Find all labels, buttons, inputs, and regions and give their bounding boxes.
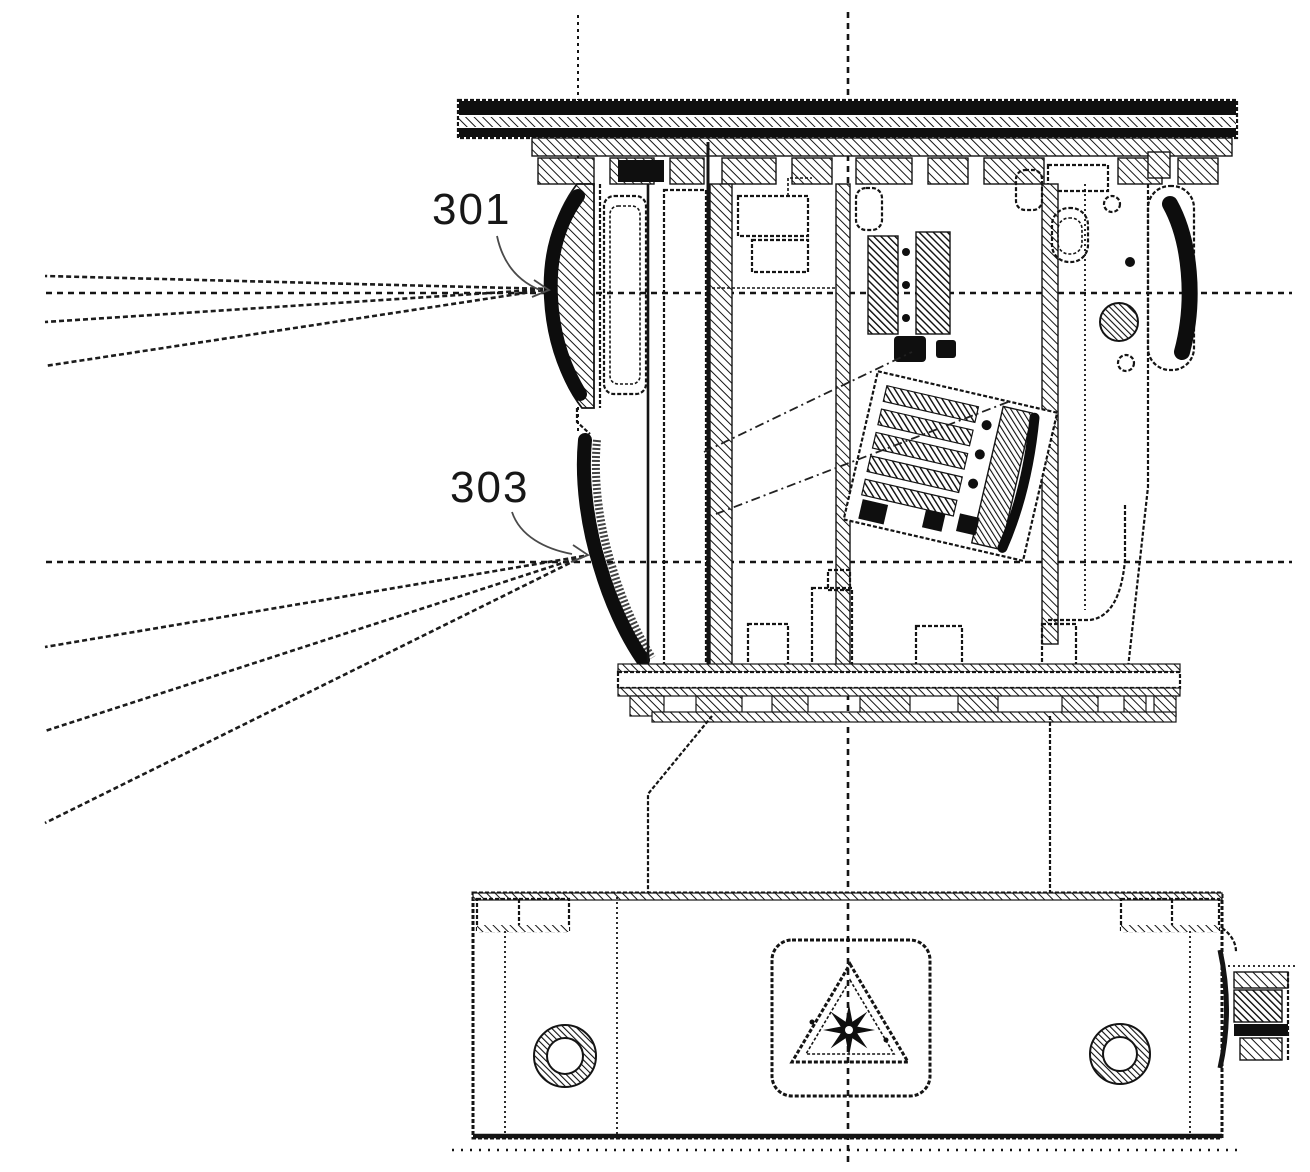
upper-housing	[543, 142, 1198, 670]
right-wall-hook	[1048, 505, 1127, 622]
inner-column	[662, 188, 708, 670]
emitter-board-upper	[854, 186, 956, 362]
center-board	[835, 183, 851, 667]
laser-ray	[44, 287, 552, 368]
laser-ray	[44, 287, 552, 324]
right-lens-crescent	[1162, 196, 1198, 360]
leader-303	[511, 511, 573, 555]
laser-ray	[44, 554, 585, 733]
connector	[1217, 927, 1296, 1069]
label-301: 301	[432, 185, 511, 234]
right-lens-frame	[1146, 184, 1196, 372]
laser-warning-icon	[770, 938, 932, 1098]
screw-hole	[1102, 194, 1122, 214]
ray-fan-303	[44, 554, 585, 825]
label-303: 303	[450, 463, 529, 512]
right-outer-wall	[1126, 184, 1150, 669]
housing-lower-details	[746, 568, 1078, 668]
laser-ray	[44, 554, 585, 825]
base-block	[452, 891, 1244, 1152]
laser-ray	[44, 554, 585, 649]
pedestal	[646, 715, 1052, 893]
leader-301	[496, 235, 541, 291]
top-mounting-plate	[456, 98, 1239, 193]
lens-holder-frame	[602, 194, 648, 396]
lens-303-crescent	[576, 433, 650, 667]
emitter-module-tilted	[842, 369, 1059, 563]
flange-feet	[629, 695, 1177, 717]
base-tab-left	[475, 897, 571, 933]
tilted-optical-axis	[715, 401, 1009, 515]
lens-301-crescent	[543, 189, 587, 401]
tilted-optical-axis	[703, 351, 913, 453]
arrowhead-303	[570, 544, 590, 563]
bottom-flange	[616, 663, 1182, 723]
bearing-circle	[1099, 302, 1139, 342]
laser-ray	[44, 274, 552, 291]
right-slot	[1050, 206, 1090, 264]
lens-303-hatch	[591, 439, 656, 661]
ray-fan-301	[44, 274, 552, 368]
base-tab-right	[1119, 897, 1221, 933]
reference-callouts: 301 303	[432, 185, 590, 563]
standoff-row	[537, 157, 1219, 185]
mounting-hole-right	[1089, 1023, 1151, 1085]
arrowhead-301	[531, 279, 551, 298]
mounting-hole-left	[533, 1024, 597, 1088]
